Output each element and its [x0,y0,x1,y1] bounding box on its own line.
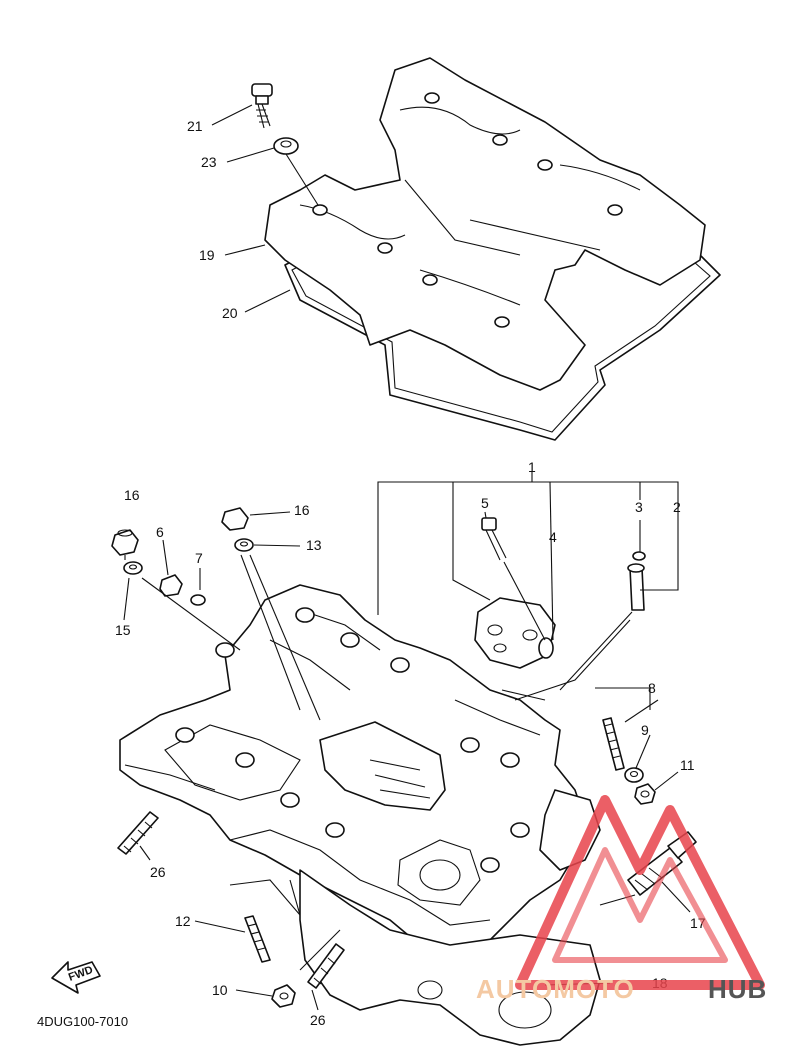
callout-20: 20 [222,305,238,321]
callout-26-bottom: 26 [310,1012,326,1028]
cylinder-head [119,584,601,1046]
diagram-code: 4DUG100-7010 [37,1014,128,1029]
callout-6: 6 [156,524,164,540]
stud-12 [244,915,271,963]
callout-10: 10 [212,982,228,998]
callout-21: 21 [187,118,203,134]
cover-washer [273,137,299,155]
left-bolt-16 [111,529,139,556]
cover-bolt [251,83,273,129]
top-bolt-16 [221,507,249,531]
stud-26-bottom [307,943,345,989]
stud-bolt [602,717,625,771]
stud-nut [634,783,656,805]
head-cover [264,57,706,391]
callout-16-top: 16 [294,502,310,518]
watermark-text-part1: AUTOMOTO [476,974,635,1004]
camshaft-cap [474,597,556,669]
callout-2: 2 [673,499,681,515]
forward-arrow: FWD [51,961,101,994]
left-washer-15 [123,561,143,575]
cap-bolt [481,517,507,561]
callout-labels: 21 23 19 20 1 5 3 2 4 16 16 13 6 7 15 8 … [37,118,706,1029]
watermark-text-part2: HUB [708,974,767,1004]
washer-7 [190,594,206,606]
callout-3: 3 [635,499,643,515]
callout-23: 23 [201,154,217,170]
callout-13: 13 [306,537,322,553]
bolt-6 [159,574,183,597]
valve-guide [627,563,645,611]
callout-12: 12 [175,913,191,929]
callout-1: 1 [528,459,536,475]
stud-washer [624,767,644,783]
callout-7: 7 [195,550,203,566]
callout-19: 19 [199,247,215,263]
callout-8: 8 [648,680,656,696]
watermark-logo [515,795,765,990]
callout-16-left: 16 [124,487,140,503]
callout-26-left: 26 [150,864,166,880]
stud-26-left [117,811,159,855]
callout-9: 9 [641,722,649,738]
callout-4: 4 [549,529,557,545]
nut-10 [271,984,296,1008]
washer-13 [234,538,254,552]
callout-5: 5 [481,495,489,511]
callout-15: 15 [115,622,131,638]
valve-seal [632,551,646,561]
callout-11: 11 [680,757,695,773]
